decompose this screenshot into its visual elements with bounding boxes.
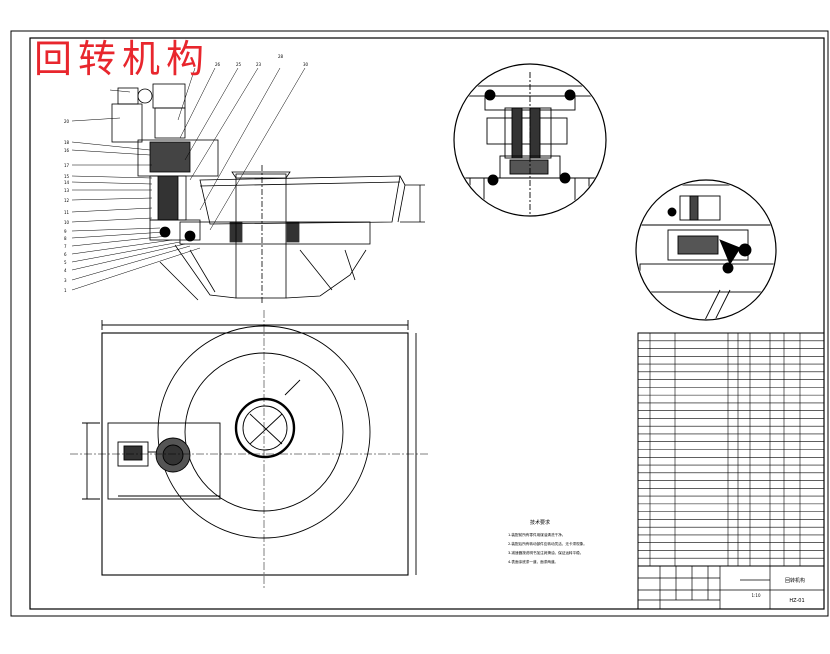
title-block-drawing-no: HZ-01 — [789, 598, 804, 604]
svg-text:5: 5 — [64, 260, 67, 265]
svg-text:4: 4 — [64, 268, 67, 273]
svg-text:10: 10 — [64, 220, 70, 225]
outer-border — [10, 30, 829, 617]
svg-text:17: 17 — [64, 163, 70, 168]
svg-text:23: 23 — [256, 62, 262, 67]
detail-view-1 — [453, 63, 607, 217]
svg-text:1: 1 — [64, 288, 67, 293]
svg-text:12: 12 — [64, 198, 70, 203]
svg-text:16: 16 — [64, 148, 70, 153]
tech-requirement-item: 1.装配前所有零件用煤油清洗干净。 — [508, 532, 565, 537]
svg-text:20: 20 — [64, 119, 70, 124]
tech-requirements-heading: 技术要求 — [530, 519, 550, 526]
svg-text:8: 8 — [64, 236, 67, 241]
tech-requirement-item: 4.表面涂底漆一道，面漆两道。 — [508, 559, 558, 564]
title-block — [637, 565, 825, 610]
svg-text:25: 25 — [236, 62, 242, 67]
svg-text:7: 7 — [64, 244, 67, 249]
svg-text:13: 13 — [64, 188, 70, 193]
inner-border — [29, 37, 825, 610]
svg-text:14: 14 — [64, 180, 70, 185]
leader-lines-left — [71, 67, 306, 291]
tech-requirement-item: 3.减速器按说明书加注润滑油，保证运转平稳。 — [508, 550, 583, 555]
title-block-scale: 1:10 — [752, 593, 761, 598]
svg-text:3: 3 — [64, 278, 67, 283]
balloon-labels: 20 18 16 17 15 14 13 12 11 10 9 8 7 6 5 … — [64, 54, 309, 293]
svg-text:6: 6 — [64, 252, 67, 257]
svg-text:26: 26 — [215, 62, 221, 67]
svg-text:30: 30 — [303, 62, 309, 67]
front-section-view — [111, 83, 425, 305]
svg-text:28: 28 — [278, 54, 284, 59]
svg-text:15: 15 — [64, 174, 70, 179]
svg-text:9: 9 — [64, 229, 67, 234]
svg-text:18: 18 — [64, 140, 70, 145]
svg-text:11: 11 — [64, 210, 70, 215]
plan-view — [70, 310, 430, 590]
title-block-name: 回转机构 — [785, 577, 805, 584]
drawing-title: 回转机构 — [34, 37, 211, 81]
tech-requirement-item: 2.装配后所有转动部件应转动灵活，无卡滞现象。 — [508, 541, 587, 546]
